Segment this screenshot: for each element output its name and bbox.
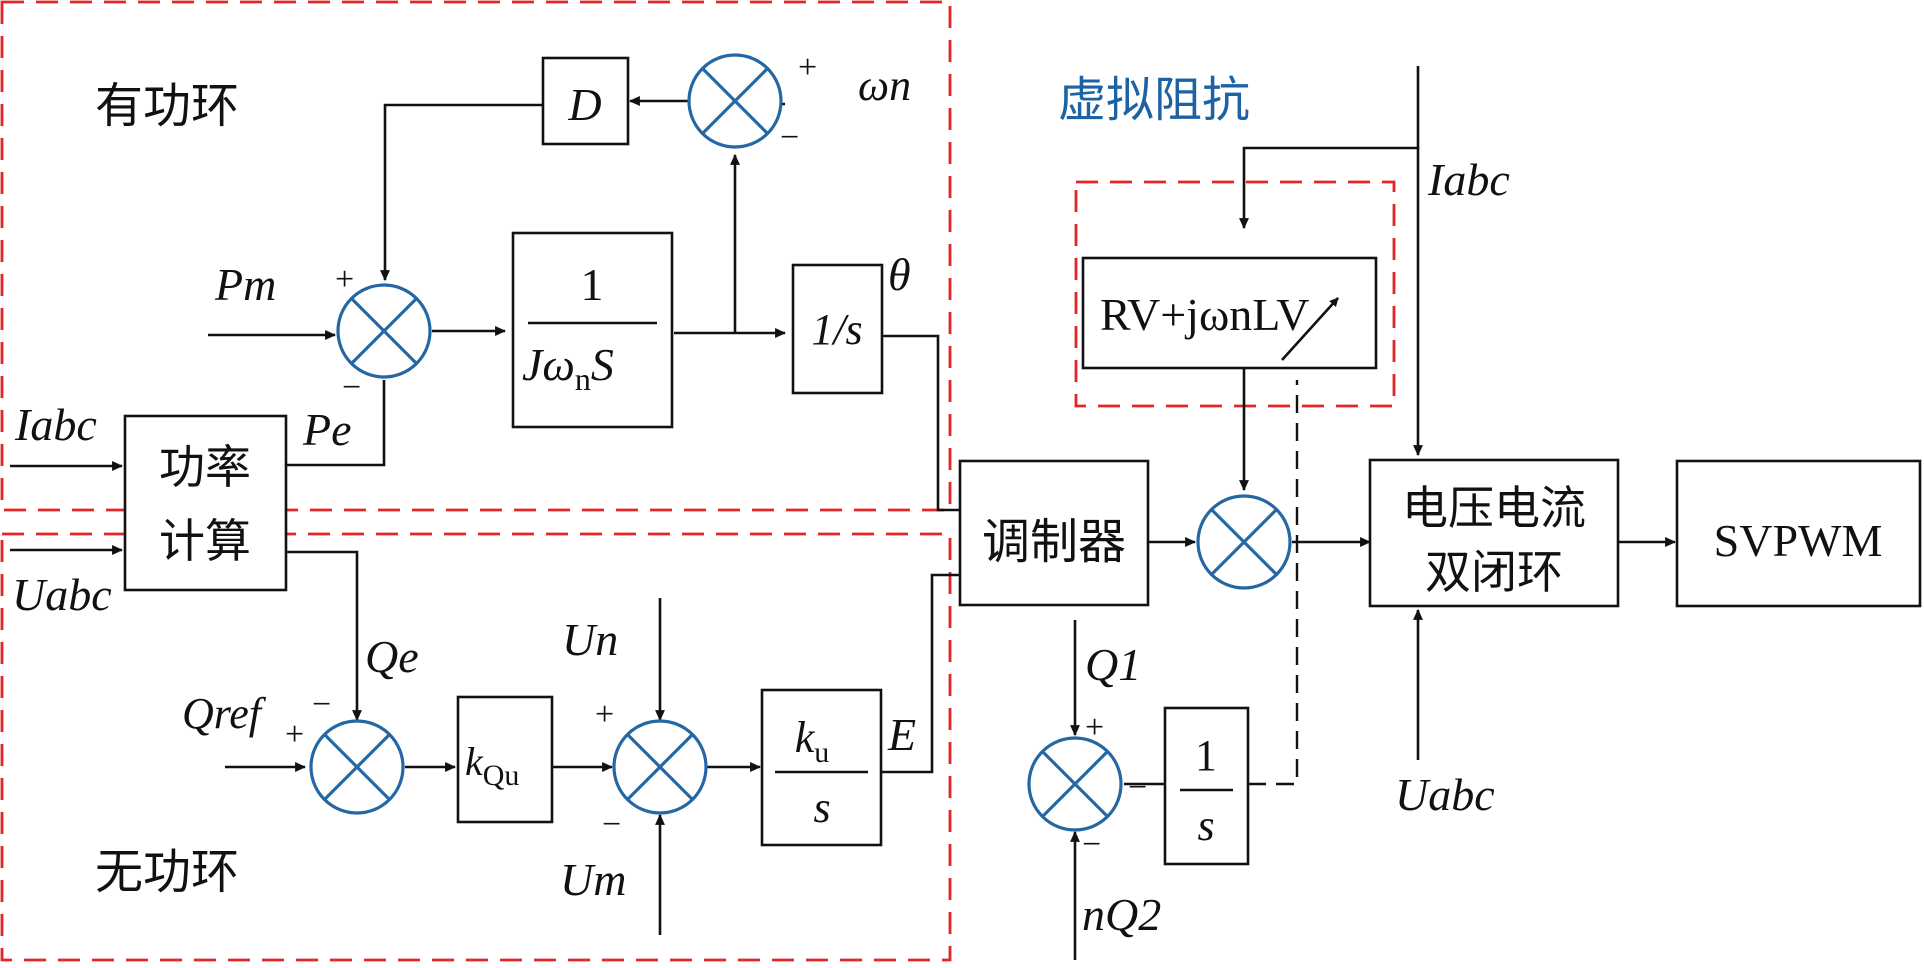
wire-pe-feedback (286, 380, 386, 467)
q-integrator-denominator: s (1197, 801, 1214, 850)
reactive-loop-region (0, 532, 952, 962)
summing-junction-q-sharing (1027, 736, 1123, 832)
virtual-impedance-label: 虚拟阻抗 (1058, 72, 1250, 128)
uabc-right-label: Uabc (1395, 769, 1495, 820)
wire-qinteg-to-impedance (1248, 380, 1299, 786)
summing-junction-omega (687, 53, 783, 149)
virtual-impedance-block: RV+jωnLV (1081, 256, 1378, 370)
ku-denominator: s (813, 783, 830, 832)
un-label: Un (562, 614, 618, 665)
e-label: E (887, 709, 916, 760)
inertia-denominator: JωnS (522, 339, 614, 397)
svpwm-block: SVPWM (1675, 459, 1922, 608)
pm-label: Pm (214, 259, 276, 310)
reactive-loop-label: 无功环 (95, 844, 239, 900)
wire-d-to-sum2 (380, 103, 543, 282)
sign-minus-qe: − (312, 686, 331, 723)
wire-e-to-modulator (881, 573, 960, 774)
iabc-left-label: Iabc (14, 399, 97, 450)
modulator-label: 调制器 (982, 514, 1126, 570)
qref-label: Qref (182, 689, 267, 738)
sign-plus-omega: + (798, 49, 817, 86)
inertia-block: 1 JωnS (511, 231, 674, 429)
inertia-numerator: 1 (581, 259, 604, 310)
power-calc-line1: 功率 (159, 440, 251, 494)
theta-label: θ (888, 249, 911, 300)
damping-label: D (567, 79, 601, 130)
svpwm-label: SVPWM (1714, 515, 1883, 566)
vc-loop-line2: 双闭环 (1425, 545, 1563, 599)
kqu-gain-block: kQu (456, 695, 554, 824)
wire-theta-to-modulator (882, 334, 960, 512)
um-label: Um (560, 854, 626, 905)
sign-plus-q1: + (1085, 709, 1104, 746)
adjustable-arrow-icon (1281, 297, 1339, 361)
summing-junction-impedance (1196, 494, 1292, 590)
theta-integrator-label: 1/s (811, 305, 862, 354)
theta-integrator-block: 1/s (791, 263, 884, 395)
vc-loop-line1: 电压电流 (1402, 481, 1586, 535)
sign-minus-um: − (602, 806, 621, 843)
sign-minus-nq2: − (1082, 826, 1101, 863)
q-integrator-numerator: 1 (1195, 731, 1217, 780)
voltage-integrator-block: ku s (760, 688, 883, 847)
ku-numerator: ku (795, 713, 830, 769)
q-integrator-block: 1 s (1163, 706, 1250, 866)
q1-label: Q1 (1085, 639, 1141, 690)
modulator-block: 调制器 (958, 459, 1150, 607)
sign-plus-un: + (595, 696, 614, 733)
active-loop-region (0, 0, 952, 512)
wire-iabc-to-impedance (1239, 66, 1420, 230)
damping-block: D (541, 56, 630, 146)
active-loop-label: 有功环 (95, 78, 239, 134)
summing-junction-voltage (612, 719, 708, 815)
power-calc-block: 功率 计算 (123, 414, 288, 592)
sign-plus-qref: + (285, 716, 304, 753)
omega-n-label: ωn (858, 61, 911, 110)
power-calc-line2: 计算 (159, 514, 251, 568)
sign-minus-omega: − (780, 119, 799, 156)
sign-minus-feedback: − (1128, 769, 1147, 806)
summing-junction-reactive (309, 719, 405, 815)
virtual-impedance-region (1074, 180, 1396, 408)
qe-label: Qe (365, 631, 419, 682)
virtual-impedance-expression: RV+jωnLV (1100, 289, 1309, 340)
voltage-current-loop-block: 电压电流 双闭环 (1368, 458, 1620, 608)
pe-label: Pe (302, 404, 352, 455)
nq2-label: nQ2 (1082, 889, 1161, 940)
summing-junction-power (336, 283, 432, 379)
sign-plus-pm: + (335, 261, 354, 298)
kqu-label: kQu (465, 739, 519, 792)
uabc-left-label: Uabc (12, 569, 112, 620)
wire-qe-to-sum3 (286, 550, 362, 722)
iabc-right-label: Iabc (1427, 154, 1510, 205)
sign-minus-pe: − (342, 369, 361, 406)
